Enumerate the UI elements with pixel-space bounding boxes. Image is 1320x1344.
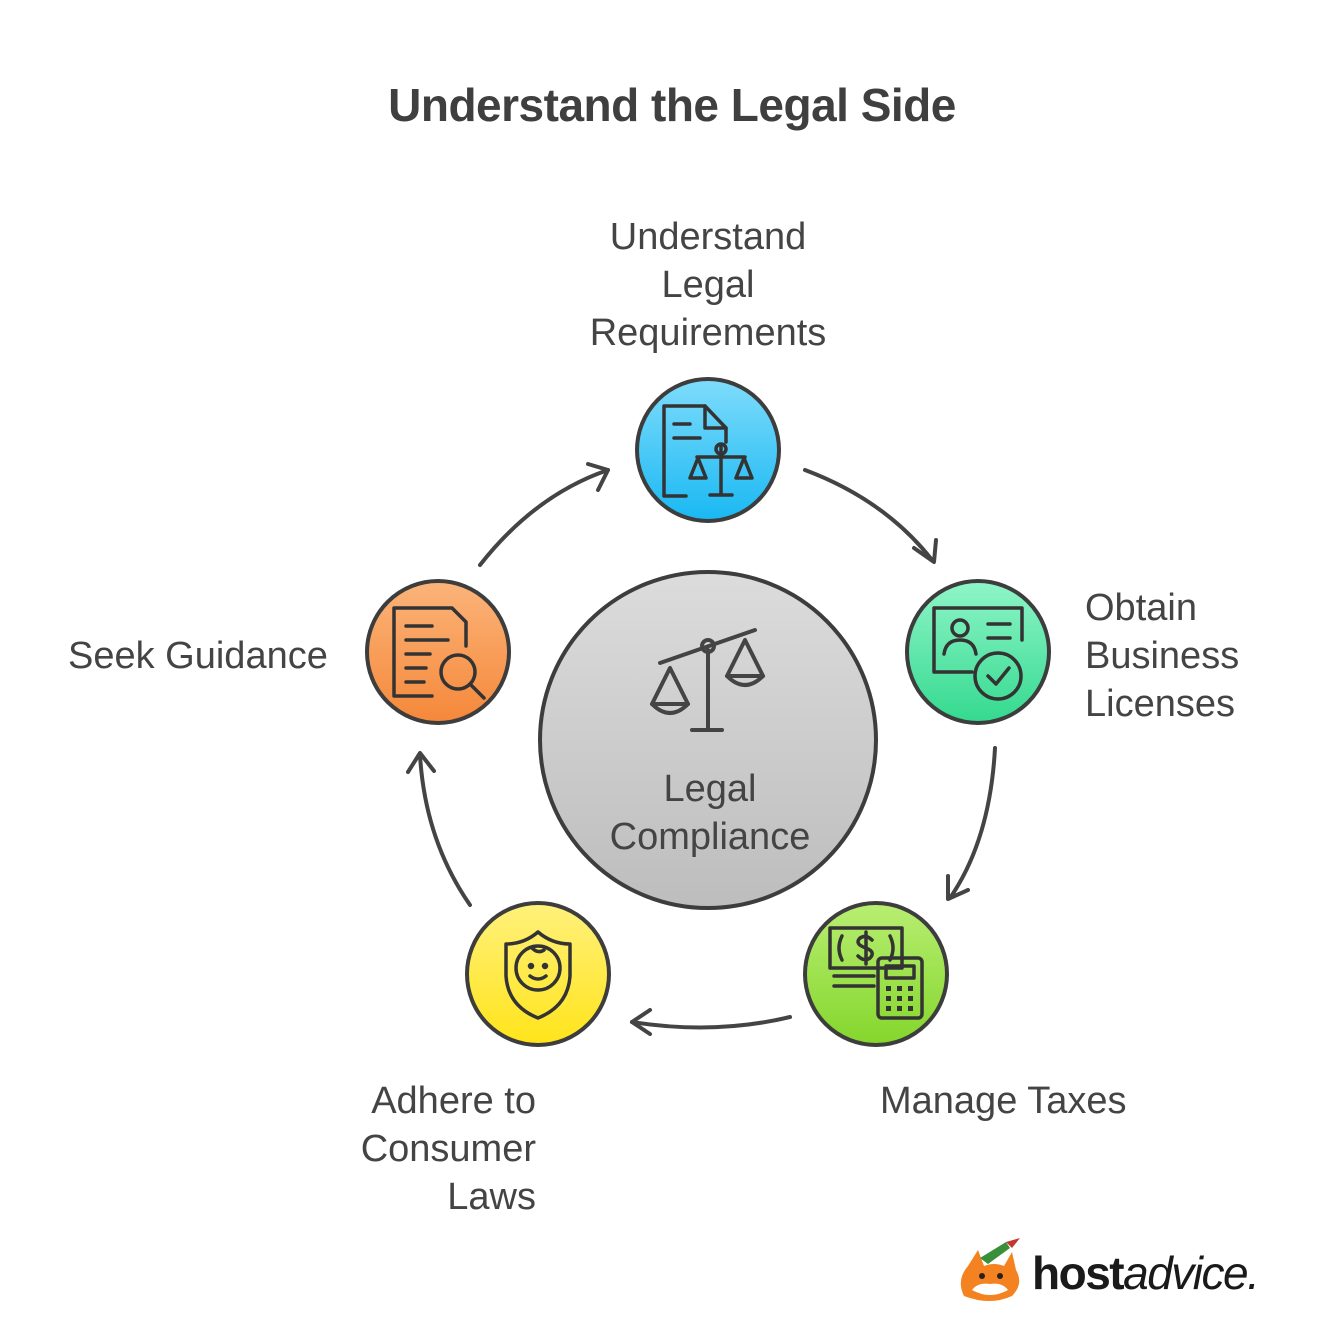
step-node-1 xyxy=(635,377,781,523)
step-label-obtain-business-licenses: Obtain Business Licenses xyxy=(1085,587,1240,725)
license-card-icon xyxy=(932,606,1024,701)
legal-document-icon xyxy=(662,404,754,498)
center-node xyxy=(538,570,878,910)
arrow-4-to-5 xyxy=(418,753,472,907)
step-label-seek-guidance: Seek Guidance xyxy=(68,635,328,677)
document-search-icon xyxy=(392,606,486,700)
fox-mascot-icon xyxy=(960,1238,1020,1301)
arrow-3-to-4-head xyxy=(630,1008,652,1036)
arrow-5-to-1 xyxy=(478,468,610,567)
step-label-manage-taxes: Manage Taxes xyxy=(880,1080,1127,1122)
step-node-4 xyxy=(465,901,611,1047)
step-label-adhere-to-consumer-laws: Adhere to Consumer Laws xyxy=(360,1080,536,1218)
page-title: Understand the Legal Side xyxy=(388,79,956,131)
arrow-2-to-3 xyxy=(948,746,997,900)
arrow-1-to-2-head xyxy=(912,538,938,564)
arrow-4-to-5-head xyxy=(406,751,436,774)
arrow-5-to-1-head xyxy=(586,462,610,492)
step-node-2 xyxy=(905,579,1051,725)
money-calculator-icon xyxy=(828,926,924,1020)
step-node-5 xyxy=(365,579,511,725)
shield-face-icon xyxy=(504,930,572,1020)
hostadvice-logo: hostadvice. xyxy=(950,1236,1280,1306)
arrow-2-to-3-head xyxy=(946,874,970,901)
step-label-understand-legal-requirements: Understand Legal Requirements xyxy=(589,216,827,354)
logo-text: hostadvice. xyxy=(1032,1247,1260,1299)
step-node-3 xyxy=(803,901,949,1047)
center-label: Legal Compliance xyxy=(609,768,811,858)
arrow-1-to-2 xyxy=(803,468,934,562)
scales-icon xyxy=(650,628,765,732)
arrows xyxy=(406,462,997,1036)
arrow-3-to-4 xyxy=(630,1015,792,1030)
